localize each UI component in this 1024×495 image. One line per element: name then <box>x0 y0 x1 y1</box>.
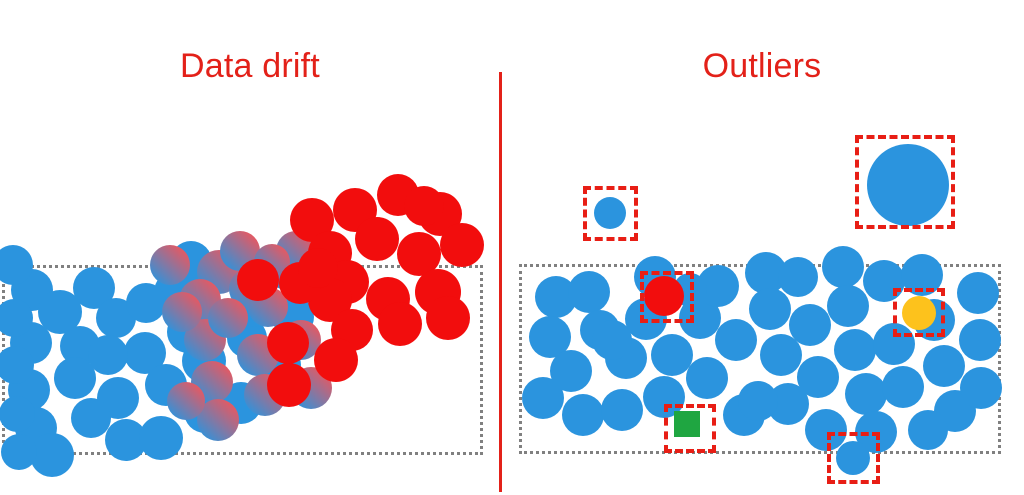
data-point-normal <box>592 320 632 360</box>
data-point-drifting <box>208 298 248 338</box>
data-point-drifted <box>378 302 422 346</box>
data-point-drifted <box>397 232 441 276</box>
data-point-normal <box>778 257 818 297</box>
data-point-normal <box>760 334 802 376</box>
outlier-marker-red-circle <box>640 271 694 323</box>
page-title-data-drift: Data drift <box>180 47 320 85</box>
data-point-normal <box>882 366 924 408</box>
outlier-marker-large-circle <box>855 135 955 229</box>
data-point-in-distribution <box>0 299 33 337</box>
data-point-outlier-far-from-cluster-small <box>594 197 626 229</box>
outlier-marker-yellow-circle <box>893 288 945 337</box>
panel-data-drift: Data drift <box>0 0 500 495</box>
data-point-drifted <box>355 217 399 261</box>
data-point-outlier-far-from-cluster-large <box>867 144 949 226</box>
data-point-normal <box>686 357 728 399</box>
data-point-in-distribution <box>0 245 33 285</box>
data-point-normal <box>797 356 839 398</box>
data-point-normal <box>789 304 831 346</box>
data-point-drifted <box>298 248 338 288</box>
data-point-normal <box>923 345 965 387</box>
data-point-drifted <box>404 186 444 226</box>
panel-outliers: Outliers <box>500 0 1024 495</box>
data-point-normal <box>522 377 564 419</box>
data-point-normal <box>562 394 604 436</box>
data-point-in-distribution <box>1 434 37 470</box>
data-point-drifted <box>314 338 358 382</box>
data-point-drifting <box>162 292 202 332</box>
data-point-normal <box>651 334 693 376</box>
data-point-normal <box>738 381 778 421</box>
data-point-outlier-outside-boundary <box>836 441 870 475</box>
data-point-normal <box>959 319 1001 361</box>
data-point-drifted <box>426 296 470 340</box>
data-point-in-distribution <box>88 335 128 375</box>
data-point-normal <box>822 246 864 288</box>
data-point-normal <box>568 271 610 313</box>
data-point-drifted <box>267 322 309 364</box>
data-point-drifted <box>440 223 484 267</box>
data-point-normal <box>863 260 905 302</box>
outlier-marker-edge-circle <box>827 432 880 484</box>
data-point-normal <box>805 409 847 451</box>
data-point-outlier-wrong-color-red <box>644 276 684 316</box>
data-point-normal <box>960 367 1002 409</box>
data-point-in-distribution <box>126 283 166 323</box>
data-point-in-distribution <box>71 398 111 438</box>
data-point-drifting <box>167 382 205 420</box>
data-point-in-distribution <box>139 416 183 460</box>
data-point-normal <box>908 410 948 450</box>
data-point-drifted <box>267 363 311 407</box>
outliers-title-layer: Outliers <box>500 0 1024 495</box>
drift-title-layer: Data drift <box>0 0 500 495</box>
data-point-in-distribution <box>0 346 34 384</box>
data-point-outlier-wrong-color-yellow <box>902 296 936 330</box>
outlier-marker-small-circle <box>583 186 638 241</box>
data-point-normal <box>749 288 791 330</box>
data-point-drifted <box>237 259 279 301</box>
drift-point-cloud <box>0 0 500 495</box>
data-point-in-distribution <box>30 433 74 477</box>
data-point-normal <box>845 373 887 415</box>
page-title-outliers: Outliers <box>702 47 822 85</box>
data-point-outlier-wrong-shape-green-square <box>674 411 700 437</box>
data-point-drifting <box>150 245 190 285</box>
data-point-normal <box>957 272 999 314</box>
outlier-marker-green-square <box>664 404 716 453</box>
data-point-in-distribution <box>0 396 35 432</box>
data-point-normal <box>834 329 876 371</box>
data-point-in-distribution <box>54 357 96 399</box>
data-point-normal <box>601 389 643 431</box>
data-point-normal <box>715 319 757 361</box>
data-point-normal <box>827 285 869 327</box>
panel-divider <box>499 72 502 492</box>
